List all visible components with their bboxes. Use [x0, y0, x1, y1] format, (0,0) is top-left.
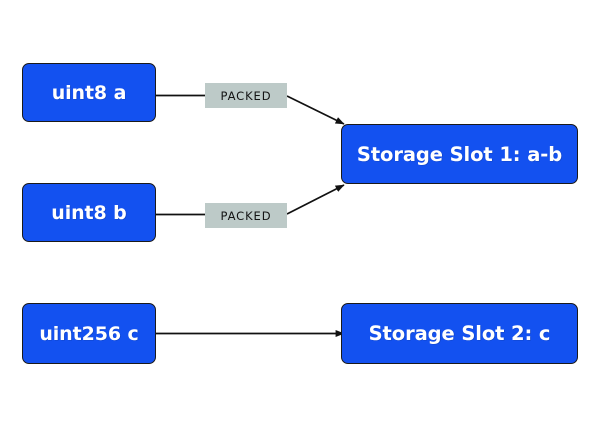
node-storage-slot-1[interactable]: Storage Slot 1: a-b [341, 124, 578, 184]
node-storage-slot-2-label: Storage Slot 2: c [368, 322, 551, 345]
node-uint8-b-label: uint8 b [51, 201, 127, 224]
node-storage-slot-1-label: Storage Slot 1: a-b [356, 142, 563, 166]
node-uint256-c-label: uint256 c [39, 322, 139, 345]
edge-uint8b-to-slot1 [286, 184, 345, 215]
node-uint8-a[interactable]: uint8 a [22, 63, 156, 122]
node-storage-slot-2[interactable]: Storage Slot 2: c [341, 303, 578, 364]
node-uint8-a-label: uint8 a [51, 81, 127, 104]
edge-label-packed-b: PACKED [205, 203, 287, 228]
edge-label-packed-b-text: PACKED [220, 208, 272, 223]
edge-uint8a-to-slot1 [286, 95, 345, 125]
node-uint256-c[interactable]: uint256 c [22, 303, 156, 364]
edge-label-packed-a: PACKED [205, 83, 287, 108]
edge-label-packed-a-text: PACKED [220, 88, 272, 103]
node-uint8-b[interactable]: uint8 b [22, 183, 156, 242]
